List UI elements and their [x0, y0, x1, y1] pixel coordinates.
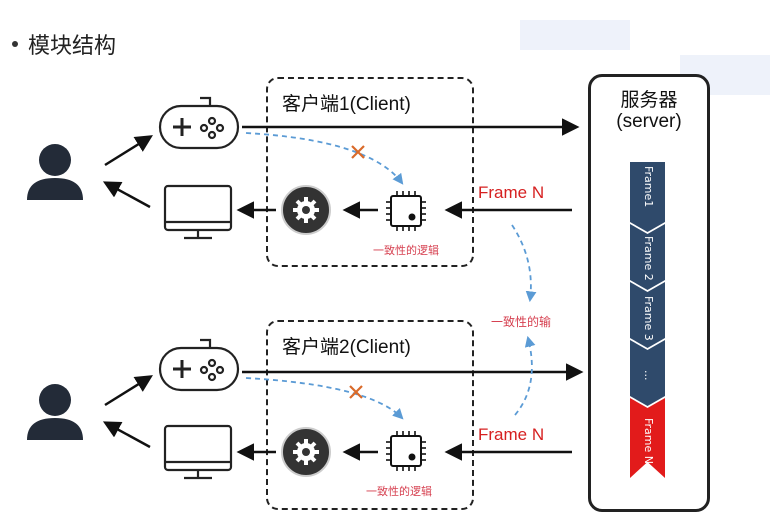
- client-box-1: [266, 77, 474, 267]
- consistency-dashed-path-bottom: [514, 335, 536, 416]
- monitor-to-user-arrow-1: [102, 181, 151, 209]
- x-mark-icon: [349, 385, 363, 399]
- frame-label-5: Frame N: [642, 418, 655, 464]
- person-icon: [27, 144, 83, 200]
- gamepad-icon: [158, 338, 240, 392]
- person-icon: [27, 384, 83, 440]
- blocked-dashed-path-2: [245, 377, 404, 420]
- client-title-1: 客户端1(Client): [282, 94, 411, 115]
- monitor-icon: [163, 184, 233, 240]
- section-heading-text: 模块结构: [28, 33, 117, 58]
- consistency-logic-label-1: 一致性的逻辑: [373, 245, 439, 257]
- frame-band: [630, 162, 665, 478]
- gamepad-icon: [158, 96, 240, 150]
- frame-label-4: ...: [642, 370, 655, 381]
- bullet-dot: [12, 41, 18, 48]
- consistency-input-label: 一致性的输: [491, 315, 552, 329]
- client-title-2: 客户端2(Client): [282, 337, 411, 358]
- frame-segment-2: [630, 224, 665, 290]
- consistency-dashed-path-top: [511, 224, 537, 303]
- chip-icon: [386, 431, 426, 471]
- frame-label-1: Frame1: [642, 166, 655, 208]
- frame-n-label-1: Frame N: [478, 183, 545, 202]
- monitor-icon: [163, 424, 233, 480]
- frame-n-label-2: Frame N: [478, 425, 545, 444]
- x-mark-icon: [351, 145, 365, 159]
- chip-icon: [386, 191, 426, 231]
- user-to-gamepad-arrow-2: [104, 375, 153, 407]
- gear-icon: [281, 427, 331, 477]
- background-decoration: [520, 20, 630, 50]
- user-to-gamepad-arrow-1: [104, 135, 153, 167]
- frame-segment-3: [630, 282, 665, 348]
- blocked-dashed-path-1: [245, 132, 404, 185]
- server-title-line1: 服务器: [620, 90, 678, 111]
- frame-segment-5: [630, 398, 665, 478]
- frame-label-3: Frame 3: [642, 296, 655, 341]
- consistency-logic-label-2: 一致性的逻辑: [366, 486, 432, 498]
- monitor-to-user-arrow-2: [102, 421, 151, 449]
- section-heading: 模块结构: [12, 28, 116, 60]
- server-title-line2: (server): [616, 111, 682, 132]
- frame-label-2: Frame 2: [642, 236, 655, 281]
- gear-icon: [281, 185, 331, 235]
- frame-segment-4: [630, 340, 665, 406]
- frame-segment-1: [630, 162, 665, 232]
- client-box-2: [266, 320, 474, 510]
